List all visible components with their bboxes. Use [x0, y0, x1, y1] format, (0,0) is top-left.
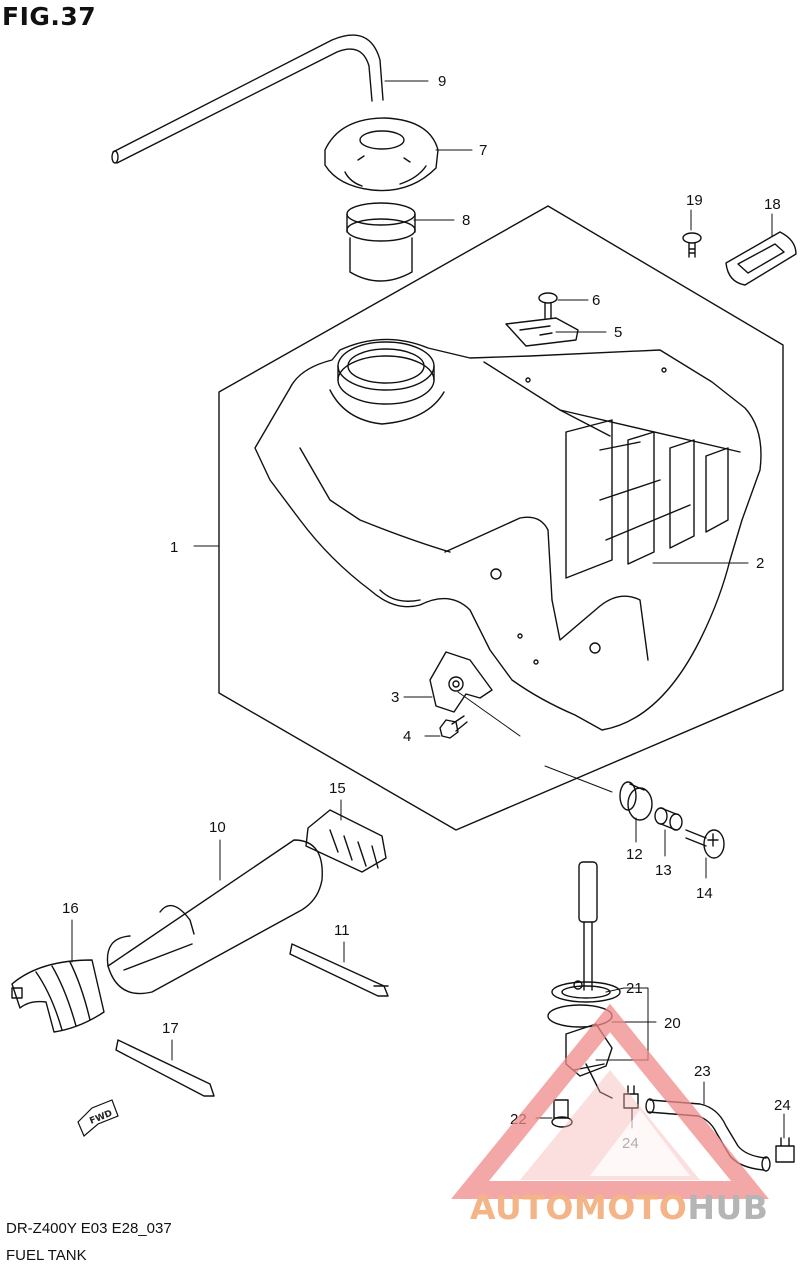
callout-19: 19 — [686, 192, 703, 209]
assembly-name: FUEL TANK — [6, 1247, 87, 1264]
callout-24-right: 24 — [774, 1097, 791, 1114]
band-17 — [115, 1039, 215, 1097]
callout-9: 9 — [438, 73, 446, 90]
bracket-3 — [429, 651, 493, 713]
callout-21: 21 — [626, 980, 643, 997]
fuel-cock-gasket-21 — [551, 981, 621, 1003]
tank-shroud — [565, 419, 729, 579]
leader-lines — [71, 80, 785, 1139]
bolt-19 — [682, 232, 702, 258]
bolt-22 — [551, 1099, 573, 1128]
callout-23: 23 — [694, 1063, 711, 1080]
callout-18: 18 — [764, 196, 781, 213]
damper-15 — [305, 809, 387, 873]
watermark-logo-icon — [451, 1003, 769, 1199]
collar-13 — [654, 807, 683, 831]
fuel-cock-rod — [573, 861, 598, 991]
watermark-brand-part2: HUB — [687, 1188, 769, 1227]
callout-11: 11 — [334, 922, 350, 939]
part-callouts: 1 2 3 4 5 6 7 8 9 10 11 12 13 14 15 16 1… — [62, 73, 791, 1152]
filler-neck — [346, 202, 416, 282]
callout-6: 6 — [592, 292, 600, 309]
callout-13: 13 — [655, 862, 672, 879]
callout-16: 16 — [62, 900, 79, 917]
model-code: DR-Z400Y E03 E28_037 — [6, 1220, 172, 1237]
callout-3: 3 — [391, 689, 399, 706]
band-11 — [289, 943, 389, 997]
watermark-brand-part1: AUTOMOTO — [470, 1188, 688, 1227]
callout-17: 17 — [162, 1020, 179, 1037]
figure-title: FIG.37 — [2, 2, 97, 31]
forward-arrow-icon: FWD — [77, 1099, 119, 1137]
callout-12: 12 — [626, 846, 643, 863]
bolt-4 — [439, 715, 468, 739]
callout-4: 4 — [403, 728, 411, 745]
callout-14: 14 — [696, 885, 713, 902]
bolt-14 — [685, 829, 725, 859]
rubber-strap — [725, 231, 797, 286]
callout-8: 8 — [462, 212, 470, 229]
clip-24-left — [623, 1085, 639, 1109]
callout-7: 7 — [479, 142, 487, 159]
watermark-text: AUTOMOTOHUB — [470, 1188, 768, 1227]
assembly-boundary — [218, 205, 784, 831]
breather-hose — [111, 34, 384, 164]
callout-20: 20 — [664, 1015, 681, 1032]
callout-5: 5 — [614, 324, 622, 341]
bolt-6 — [538, 292, 558, 319]
bracket-5 — [505, 317, 579, 347]
grommet-12 — [619, 781, 653, 821]
clip-24-right — [775, 1137, 795, 1163]
callout-1: 1 — [170, 539, 178, 556]
callout-15: 15 — [329, 780, 346, 797]
fuel-tank — [254, 338, 762, 731]
fuel-cap — [324, 117, 439, 192]
callout-10: 10 — [209, 819, 226, 836]
cushion-16 — [11, 959, 105, 1033]
callout-2: 2 — [756, 555, 764, 572]
heat-cover — [106, 839, 323, 995]
